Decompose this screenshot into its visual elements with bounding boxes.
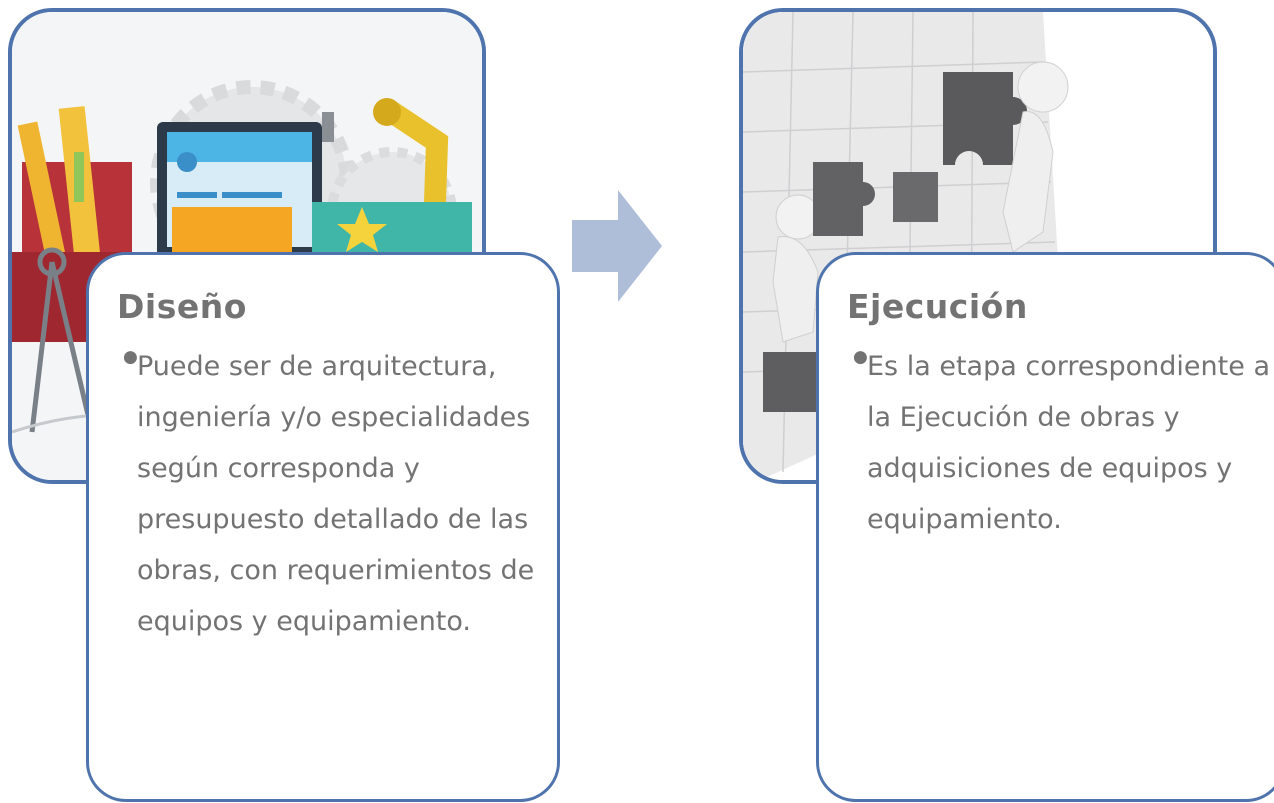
execution-stage-description: Es la etapa correspondiente a la Ejecuci… <box>867 351 1270 535</box>
design-stage-card: Diseño ● Puede ser de arquitectura, inge… <box>86 252 560 802</box>
execution-stage-card: Ejecución ● Es la etapa correspondiente … <box>816 252 1274 802</box>
bullet-icon: ● <box>853 347 868 367</box>
design-stage-title: Diseño <box>117 287 247 326</box>
bullet-icon: ● <box>123 347 138 367</box>
design-stage-description: Puede ser de arquitectura, ingeniería y/… <box>137 351 535 637</box>
execution-stage-title: Ejecución <box>847 287 1028 326</box>
right-arrow-icon <box>572 190 662 302</box>
